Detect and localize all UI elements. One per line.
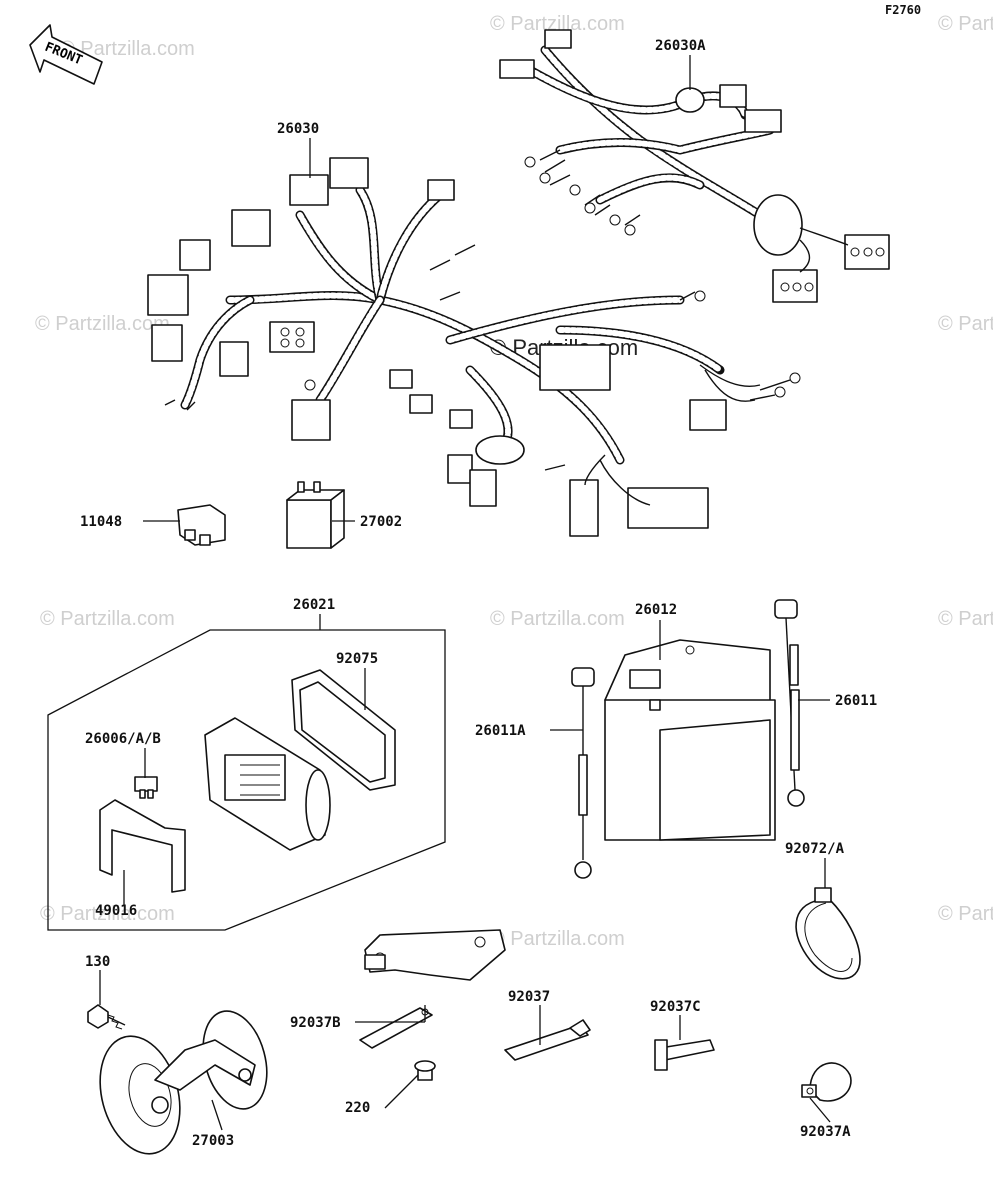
watermark-text: © Partzilla.com — [490, 608, 625, 630]
callout-220: 220 — [345, 1100, 370, 1116]
clamp-92037a — [801, 1062, 852, 1102]
watermark-text: © Partzilla.com — [40, 903, 175, 925]
leader-lines — [99, 55, 831, 1131]
bracket-92037b — [359, 929, 506, 1049]
screw-220 — [414, 1060, 436, 1081]
callout-130: 130 — [85, 954, 110, 970]
battery-26012 — [604, 639, 776, 841]
callout-11048: 11048 — [80, 514, 122, 530]
relay-27002 — [286, 481, 345, 549]
watermarks: © Partzilla.com © Partzilla.com © Partzi… — [35, 13, 993, 950]
watermark-text: © Partzilla.com — [35, 313, 170, 335]
callout-26030a: 26030A — [655, 38, 706, 54]
band-92072 — [795, 887, 861, 980]
bracket-92037c — [654, 1039, 715, 1071]
battery-cable-positive — [774, 599, 805, 807]
callout-92075: 92075 — [336, 651, 378, 667]
callout-92037b: 92037B — [290, 1015, 341, 1031]
watermark-text: © Partzilla.com — [938, 608, 993, 630]
watermark-text: © Partzilla.com — [938, 903, 993, 925]
horn-27003 — [99, 1010, 268, 1155]
watermark-text: © Partzilla.com — [490, 13, 625, 35]
watermark-text: © Partzilla.com — [938, 313, 993, 335]
junction-box-kit — [47, 629, 446, 931]
watermark-text: © Partzilla.com — [60, 38, 195, 60]
callout-92037: 92037 — [508, 989, 550, 1005]
watermark-text: © Partzilla.com — [938, 13, 993, 35]
watermark-text: © Partzilla.com — [490, 928, 625, 950]
callout-92037c: 92037C — [650, 999, 701, 1015]
battery-cable-negative — [571, 667, 595, 879]
callout-labels: 26030 26030A 11048 27002 26021 92075 260… — [80, 38, 877, 1149]
callout-26011: 26011 — [835, 693, 877, 709]
bolt-130 — [87, 1004, 126, 1030]
callout-26006: 26006/A/B — [85, 731, 161, 747]
callout-27002: 27002 — [360, 514, 402, 530]
bracket-92037 — [504, 1019, 591, 1061]
callout-26011a: 26011A — [475, 723, 526, 739]
callout-26030: 26030 — [277, 121, 319, 137]
callout-27003: 27003 — [192, 1133, 234, 1149]
front-arrow-icon: FRONT — [29, 24, 103, 85]
clip-11048 — [177, 504, 226, 546]
callout-92037a: 92037A — [800, 1124, 851, 1140]
callout-92072a: 92072/A — [785, 841, 845, 857]
callout-26021: 26021 — [293, 597, 335, 613]
callout-49016: 49016 — [95, 903, 137, 919]
watermark-text: © Partzilla.com — [40, 608, 175, 630]
sub-wiring-harness — [499, 29, 890, 303]
main-wiring-harness — [147, 157, 801, 537]
callout-26012: 26012 — [635, 602, 677, 618]
figure-code: F2760 — [885, 3, 921, 17]
